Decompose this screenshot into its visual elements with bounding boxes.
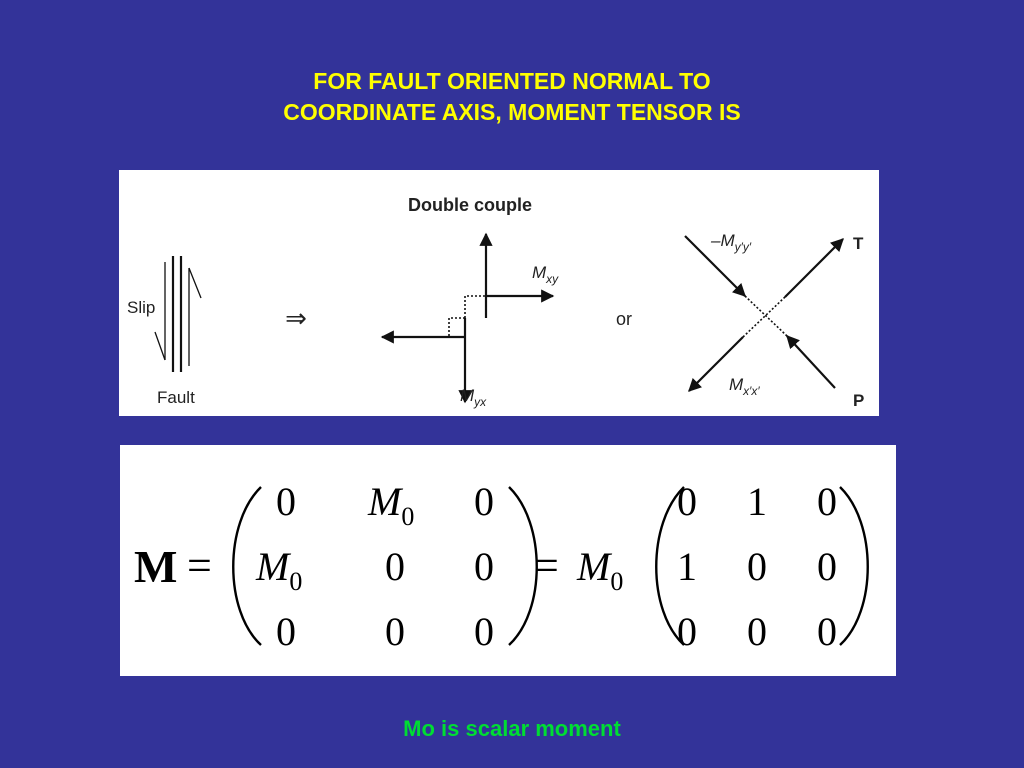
t-axis-label: T [853, 234, 864, 253]
tensor-symbol: M [134, 541, 177, 592]
double-couple-diagram: Double couple Slip Fault ⇒ Mxy Myx or [127, 195, 864, 410]
matrix1-entries: 0 M0 0 M0 0 0 0 0 0 [255, 479, 494, 654]
dotted-connector-middle [464, 295, 487, 318]
title-line-1: FOR FAULT ORIENTED NORMAL TO [313, 68, 711, 94]
matrix1-left-paren [232, 486, 262, 646]
double-couple-diagram-panel: Double couple Slip Fault ⇒ Mxy Myx or [119, 170, 879, 416]
fault-label: Fault [157, 388, 195, 407]
matrix2-cell: 0 [677, 609, 697, 654]
moment-tensor-equation: M = 0 M0 0 M0 0 0 0 0 0 = M0 0 1 0 1 [134, 479, 869, 654]
caption: Mo is scalar moment [403, 716, 621, 741]
matrix1-cell: 0 [276, 609, 296, 654]
matrix1-cell: 0 [474, 544, 494, 589]
equals-sign-2: = [534, 541, 559, 590]
arrow-tension-lower [688, 336, 744, 392]
dotted-connector-left [448, 317, 465, 337]
dotted-diagonal-1 [744, 295, 788, 337]
matrix1-cell: 0 [385, 609, 405, 654]
double-couple-heading: Double couple [408, 195, 532, 215]
arrow-compression-lower [786, 335, 836, 389]
p-axis-label: P [853, 391, 864, 410]
matrix2-cell: 1 [677, 544, 697, 589]
pt-axes-arrows [684, 235, 844, 392]
moment-tensor-equation-panel: M = 0 M0 0 M0 0 0 0 0 0 = M0 0 1 0 1 [120, 445, 896, 676]
equals-sign-1: = [187, 541, 212, 590]
matrix1-cell-m0: M0 [255, 544, 302, 596]
slide-title: FOR FAULT ORIENTED NORMAL TO COORDINATE … [0, 66, 1024, 128]
mxy-label: Mxy [532, 263, 559, 286]
arrow-tension-upper [784, 238, 844, 298]
title-line-2: COORDINATE AXIS, MOMENT TENSOR IS [283, 99, 741, 125]
implies-symbol: ⇒ [285, 303, 307, 333]
matrix2-right-paren [839, 486, 869, 646]
double-couple-arrows [380, 232, 555, 404]
myx-label: Myx [460, 386, 487, 409]
scalar-moment-factor: M0 [576, 544, 623, 596]
slip-half-arrow-down-head [154, 331, 166, 361]
slip-label: Slip [127, 298, 155, 317]
slip-half-arrow-up-head [188, 267, 202, 299]
arrow-compression-upper [684, 235, 746, 297]
mxx-label: Mx′x′ [729, 375, 760, 398]
matrix2-cell: 1 [747, 479, 767, 524]
matrix2-cell: 0 [747, 609, 767, 654]
fault-slip-symbol [154, 256, 202, 372]
myy-label: –My′y′ [710, 231, 752, 254]
matrix2-left-paren [655, 486, 685, 646]
matrix1-cell: 0 [474, 609, 494, 654]
matrix2-cell: 0 [817, 479, 837, 524]
matrix1-right-paren [508, 486, 538, 646]
matrix1-cell: 0 [385, 544, 405, 589]
matrix1-cell: 0 [474, 479, 494, 524]
matrix2-cell: 0 [817, 609, 837, 654]
or-label: or [616, 309, 632, 329]
matrix2-cell: 0 [747, 544, 767, 589]
matrix1-cell-m0: M0 [367, 479, 414, 531]
matrix2-entries: 0 1 0 1 0 0 0 0 0 [677, 479, 837, 654]
matrix2-cell: 0 [817, 544, 837, 589]
matrix2-cell: 0 [677, 479, 697, 524]
matrix1-cell: 0 [276, 479, 296, 524]
dotted-diagonal-2 [742, 296, 786, 338]
